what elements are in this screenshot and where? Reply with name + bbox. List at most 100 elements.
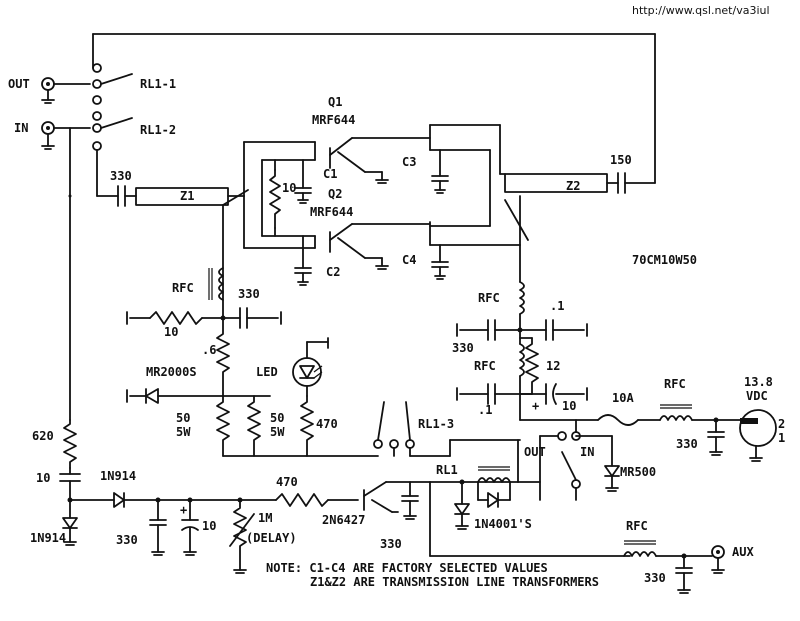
- fuse-label: 10A: [612, 391, 634, 405]
- left-rfc: [208, 267, 224, 301]
- led: [292, 337, 329, 397]
- out-label: OUT: [8, 77, 30, 91]
- note-line-1: NOTE: C1-C4 ARE FACTORY SELECTED VALUES: [266, 561, 548, 575]
- r-5w-b-label: 5W: [270, 425, 285, 439]
- aux-label: AUX: [732, 545, 754, 559]
- z1-transformer: [135, 141, 316, 319]
- plus-delay-label: +: [180, 503, 187, 517]
- left-vertical-feed: [59, 127, 81, 546]
- r-1m-note-label: (DELAY): [246, 531, 297, 545]
- right-electrolytic-label: 10: [562, 399, 576, 413]
- c1-label: C1: [323, 167, 337, 181]
- base-resistor-label: 10: [282, 181, 296, 195]
- rl1-1-label: RL1-1: [140, 77, 176, 91]
- source-url: http://www.qsl.net/va3iul: [632, 4, 770, 17]
- relay-rl1-1: [92, 33, 656, 184]
- relay-rl1-coil: [429, 439, 631, 557]
- note-line-2: Z1&Z2 ARE TRANSMISSION LINE TRANSFORMERS: [310, 575, 599, 589]
- c2-label: C2: [326, 265, 340, 279]
- d-1n914-top-label: 1N914: [100, 469, 136, 483]
- rfc-right-top-label: RFC: [478, 291, 500, 305]
- delay-line: [69, 492, 277, 574]
- in-connector: [41, 121, 91, 150]
- output-network: [429, 124, 529, 280]
- r-50-b-label: 50: [270, 411, 284, 425]
- supply-rfc: [659, 404, 741, 456]
- r-point6-label: .6: [202, 343, 216, 357]
- right-bypass-cap-bottom-label: .1: [478, 403, 492, 417]
- relay-rl1-2: [92, 111, 133, 197]
- r-50-a-label: 50: [176, 411, 190, 425]
- rl1-label: RL1: [436, 463, 458, 477]
- relay-rl1-3: [373, 401, 521, 457]
- bias-resistor-point6: [216, 317, 230, 397]
- q1-label: Q1: [328, 95, 342, 109]
- driver-transistor-label: 2N6427: [322, 513, 365, 527]
- aux-cap-label: 330: [644, 571, 666, 585]
- bypass-row-top: [456, 319, 588, 341]
- supply-cap-label: 330: [676, 437, 698, 451]
- c4-label: C4: [402, 253, 416, 267]
- supply-pin2-label: 2: [778, 417, 785, 431]
- left-bypass-cap-label: 330: [452, 341, 474, 355]
- r-470-led-label: 470: [316, 417, 338, 431]
- rfc-network: [126, 307, 282, 329]
- driver-cap-label: 330: [380, 537, 402, 551]
- q2-part-label: MRF644: [310, 205, 353, 219]
- right-bypass-cap-top-label: .1: [550, 299, 564, 313]
- cap-10-top-label: 10: [36, 471, 50, 485]
- model-label: 70CM10W50: [632, 253, 697, 267]
- rfc-resistor-label: 10: [164, 325, 178, 339]
- mr2000s-diode: [126, 388, 271, 404]
- q2-label: Q2: [328, 187, 342, 201]
- rfc-cap-label: 330: [238, 287, 260, 301]
- out-connector: [41, 77, 91, 104]
- switch-out-label: OUT: [524, 445, 546, 459]
- r-470-driver-label: 470: [276, 475, 298, 489]
- rl1-2-label: RL1-2: [140, 123, 176, 137]
- switch-in-label: IN: [580, 445, 594, 459]
- led-resistor-470: [300, 395, 314, 457]
- mr500-label: MR500: [620, 465, 656, 479]
- r-620-label: 620: [32, 429, 54, 443]
- input-capacitor-330: [117, 185, 137, 207]
- q1-transistor: [314, 137, 431, 184]
- rfc-aux-label: RFC: [626, 519, 648, 533]
- rfc-left-label: RFC: [172, 281, 194, 295]
- r-12-label: 12: [546, 359, 560, 373]
- stray-dot: [68, 194, 72, 198]
- d-1n4001-label: 1N4001'S: [474, 517, 532, 531]
- fuse: [597, 414, 661, 426]
- right-rfc-mid-and-12: [519, 337, 539, 395]
- q2-transistor: [314, 223, 431, 270]
- z2-transformer: [504, 173, 619, 193]
- delay-cap-330-label: 330: [116, 533, 138, 547]
- supply-connector: [739, 409, 777, 462]
- rfc-supply-label: RFC: [664, 377, 686, 391]
- out-in-switch: [539, 419, 620, 501]
- driver-transistor: [363, 481, 431, 520]
- led-label: LED: [256, 365, 278, 379]
- bypass-row-bottom: [456, 383, 599, 421]
- d-1n914-bottom-label: 1N914: [30, 531, 66, 545]
- delay-cap-10-label: 10: [202, 519, 216, 533]
- supply-voltage-label: 13.8: [744, 375, 773, 389]
- c3-label: C3: [402, 155, 416, 169]
- base-network: [261, 159, 316, 286]
- power-resistors: [216, 395, 379, 457]
- r-5w-a-label: 5W: [176, 425, 191, 439]
- q1-part-label: MRF644: [312, 113, 355, 127]
- driver-resistor-470: [275, 493, 359, 507]
- z1-label: Z1: [180, 189, 194, 203]
- z2-label: Z2: [566, 179, 580, 193]
- supply-pin1-label: 1: [778, 431, 785, 445]
- in-label: IN: [14, 121, 28, 135]
- input-cap-label: 330: [110, 169, 132, 183]
- rl1-3-label: RL1-3: [418, 417, 454, 431]
- output-cap-label: 150: [610, 153, 632, 167]
- plus-right-label: +: [532, 399, 539, 413]
- rfc-right-mid-label: RFC: [474, 359, 496, 373]
- mr2000s-label: MR2000S: [146, 365, 197, 379]
- supply-unit-label: VDC: [746, 389, 768, 403]
